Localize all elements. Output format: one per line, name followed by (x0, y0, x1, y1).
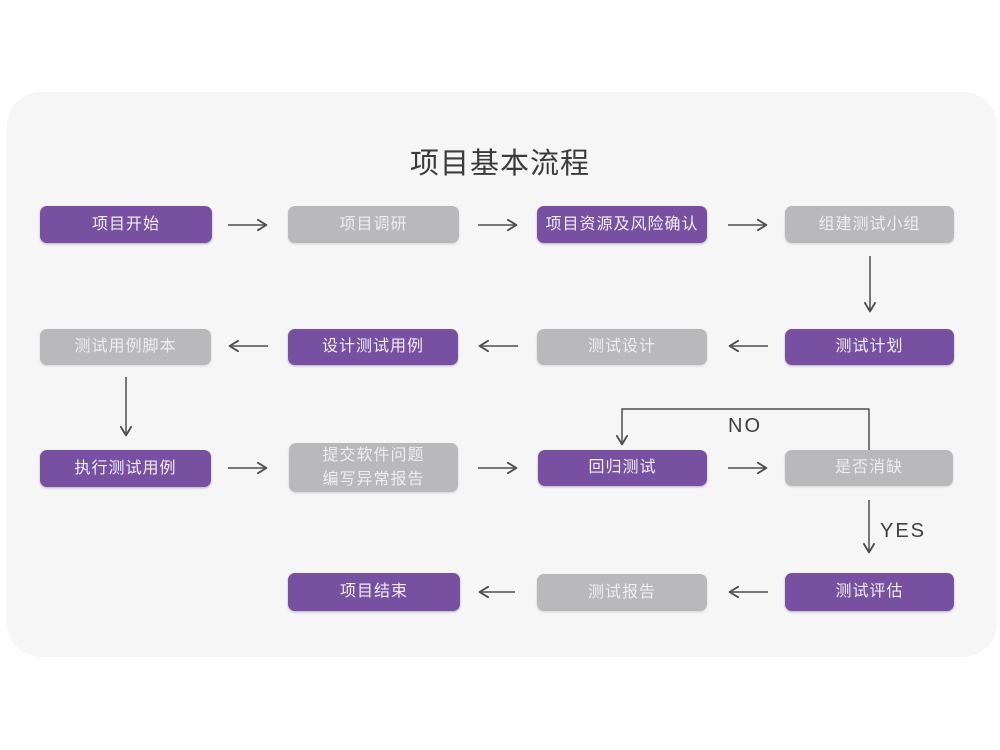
flow-node-project-research: 项目调研 (288, 206, 459, 243)
flow-node-defect-resolved: 是否消缺 (785, 450, 953, 486)
no-branch-label: NO (728, 415, 762, 437)
flow-node-regression-test: 回归测试 (538, 450, 707, 486)
flow-node-submit-issue-report: 提交软件问题 编写异常报告 (289, 443, 458, 492)
yes-branch-label: YES (880, 520, 927, 542)
flow-node-project-start: 项目开始 (40, 206, 212, 243)
flow-node-resource-risk-confirm: 项目资源及风险确认 (537, 206, 707, 243)
diagram-title: 项目基本流程 (409, 148, 590, 180)
flow-node-test-plan: 测试计划 (785, 329, 954, 365)
flow-node-test-report: 测试报告 (537, 574, 707, 611)
flow-node-test-evaluation: 测试评估 (785, 573, 954, 611)
flow-node-project-end: 项目结束 (288, 573, 460, 611)
flow-node-execute-test-cases: 执行测试用例 (40, 450, 211, 487)
flow-node-design-test-cases: 设计测试用例 (288, 329, 458, 365)
flow-node-test-design: 测试设计 (537, 329, 707, 365)
flowchart-card (7, 92, 997, 657)
flow-node-build-test-team: 组建测试小组 (785, 206, 954, 243)
flow-node-test-case-script: 测试用例脚本 (40, 329, 211, 365)
